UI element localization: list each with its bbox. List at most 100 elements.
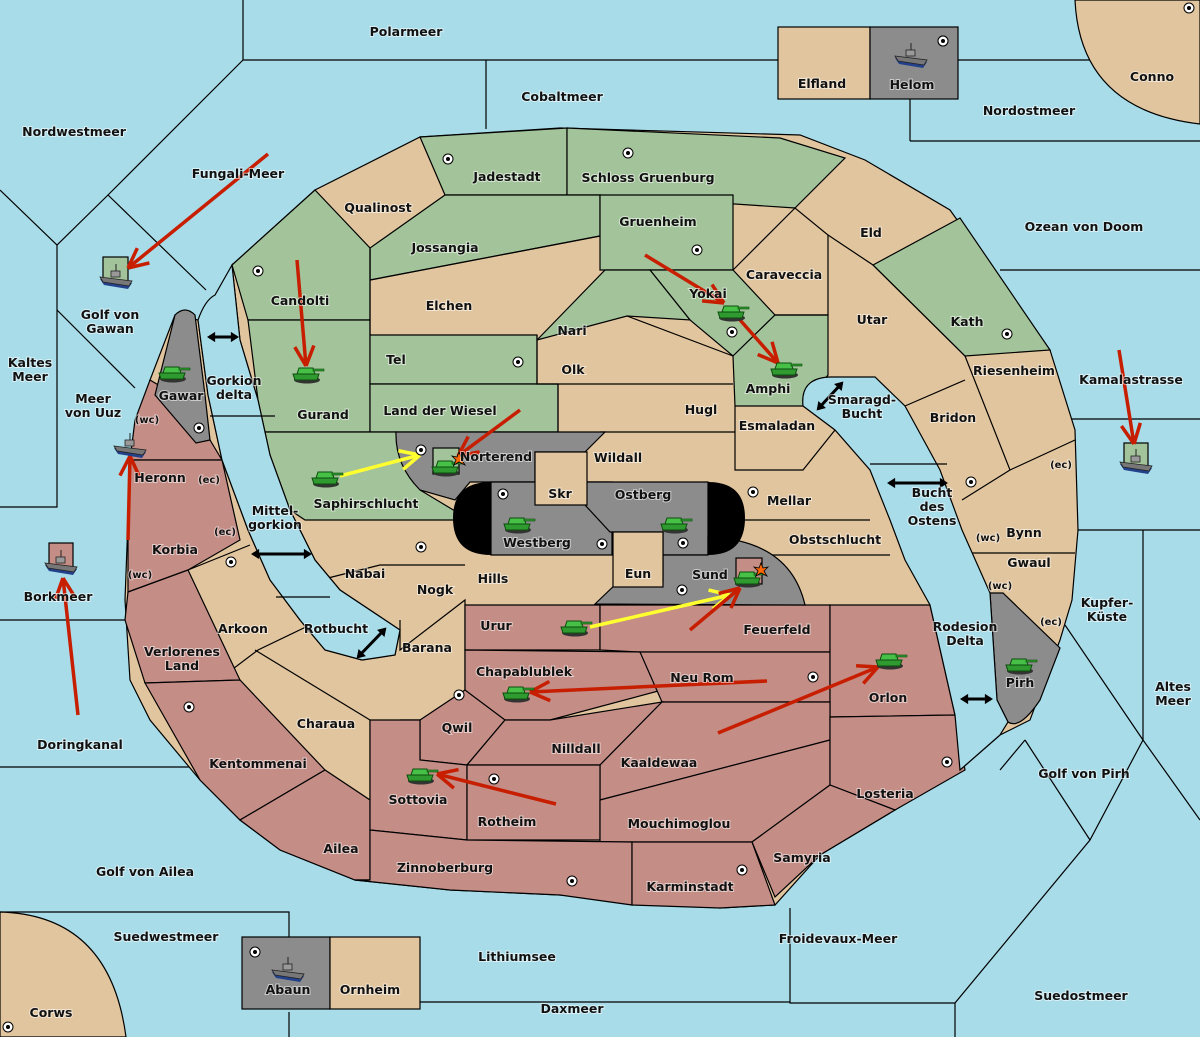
tank-unit-icon[interactable]: [406, 768, 439, 785]
region-label-nilldall: Nilldall: [551, 741, 600, 756]
fleet-unit-icon[interactable]: [113, 433, 147, 458]
region-label-gurand: Gurand: [297, 407, 349, 422]
supply-center-icon: [676, 584, 688, 596]
region-samyria[interactable]: [751, 784, 897, 899]
coast-marker: (ec): [198, 475, 220, 486]
supply-center-icon: [691, 244, 703, 256]
supply-center-icon: [937, 35, 949, 47]
region-label-gawar: Gawar: [159, 388, 205, 403]
supply-center-icon: [965, 476, 977, 488]
region-zinnoberburg[interactable]: [354, 829, 633, 906]
region-conno[interactable]: [1074, 0, 1200, 125]
coast-marker: (wc): [976, 533, 1000, 544]
region-label-schloss-gruenburg: Schloss Gruenburg: [581, 170, 714, 185]
double-arrow-icon: [887, 477, 948, 489]
region-label-yokai: Yokai: [688, 286, 727, 301]
region-label-bynn: Bynn: [1006, 525, 1041, 540]
fleet-unit-icon[interactable]: [44, 550, 78, 575]
supply-center-icon: [736, 864, 748, 876]
region-label-mellar: Mellar: [767, 493, 812, 508]
tank-unit-icon[interactable]: [502, 686, 535, 703]
region-label-pirh: Pirh: [1006, 675, 1035, 690]
supply-center-icon: [512, 356, 524, 368]
region-label-eld: Eld: [860, 225, 882, 240]
region-label-jadestadt: Jadestadt: [472, 169, 540, 184]
supply-center-icon: [726, 326, 738, 338]
region-nari[interactable]: [535, 269, 692, 342]
tank-unit-icon[interactable]: [1005, 658, 1038, 675]
tank-unit-icon[interactable]: [770, 362, 803, 379]
gray-territories: [154, 309, 1061, 725]
tank-unit-icon[interactable]: [733, 561, 770, 588]
region-label-saphirschlucht: Saphirschlucht: [314, 496, 419, 511]
tank-unit-icon[interactable]: [875, 653, 908, 670]
region-losteria[interactable]: [829, 714, 966, 811]
region-label-kaaldewaa: Kaaldewaa: [621, 755, 698, 770]
region-label-kentommenai: Kentommenai: [209, 756, 307, 771]
region-corws[interactable]: [0, 911, 127, 1037]
region-label-orlon: Orlon: [869, 690, 908, 705]
region-elfland[interactable]: [777, 26, 871, 100]
neutral-borders: [187, 207, 1076, 880]
fleet-unit-icon[interactable]: [1119, 449, 1153, 474]
tank-unit-icon[interactable]: [292, 367, 325, 384]
region-neu-rom[interactable]: [639, 651, 831, 703]
region-label-rotbucht: Rotbucht: [304, 621, 368, 636]
tank-unit-icon[interactable]: [431, 450, 468, 477]
region-label-lithiumsee: Lithiumsee: [478, 949, 556, 964]
region-label-nogk: Nogk: [417, 582, 454, 597]
region-skr[interactable]: [534, 451, 588, 506]
move-order-arrow: [126, 152, 270, 270]
fleet-unit-icon[interactable]: [99, 264, 133, 289]
fleet-unit-icon[interactable]: [271, 957, 305, 982]
region-label-hugl: Hugl: [685, 402, 718, 417]
supply-center-icon: [415, 541, 427, 553]
region-label-ailea: Ailea: [323, 841, 358, 856]
region-label-olk: Olk: [561, 362, 585, 377]
explosion-icon: [752, 561, 770, 577]
region-label-borkmeer: Borkmeer: [24, 589, 94, 604]
double-arrow-icon: [251, 548, 312, 560]
region-eun[interactable]: [612, 531, 664, 588]
region-label-kath: Kath: [951, 314, 984, 329]
region-karminstadt[interactable]: [631, 841, 776, 909]
tank-unit-icon[interactable]: [560, 620, 593, 637]
region-label-gruenheim: Gruenheim: [619, 214, 696, 229]
region-gruenheim[interactable]: [599, 194, 734, 271]
region-jadestadt[interactable]: [419, 127, 568, 196]
region-label-bridon: Bridon: [930, 410, 976, 425]
region-label-golf-von-pirh: Golf von Pirh: [1038, 766, 1129, 781]
coast-marker: (ec): [1040, 617, 1062, 628]
region-label-jossangia: Jossangia: [410, 240, 478, 255]
region-label-abaun: Abaun: [266, 982, 311, 997]
region-label-ozean-von-doom: Ozean von Doom: [1025, 219, 1144, 234]
region-label-cobaltmeer: Cobaltmeer: [521, 89, 603, 104]
coast-marker: (wc): [988, 581, 1012, 592]
region-label-froidevaux-meer: Froidevaux-Meer: [779, 931, 898, 946]
supply-center-icon: [183, 701, 195, 713]
region-label-fungali-meer: Fungali-Meer: [192, 166, 285, 181]
explosion-icon: [450, 450, 468, 466]
supply-center-icon: [622, 147, 634, 159]
region-label-doringkanal: Doringkanal: [37, 737, 123, 752]
tank-unit-icon[interactable]: [158, 366, 191, 383]
tank-unit-icon[interactable]: [717, 305, 750, 322]
supply-center-icon: [677, 537, 689, 549]
region-label-korbia: Korbia: [152, 542, 198, 557]
tank-unit-icon[interactable]: [660, 517, 693, 534]
region-sund[interactable]: [593, 536, 806, 606]
supply-center-icon: [1001, 328, 1013, 340]
fleet-unit-icon[interactable]: [894, 43, 928, 68]
supply-center-icon: [596, 538, 608, 550]
supply-center-icon: [1183, 2, 1195, 14]
tank-unit-icon[interactable]: [503, 517, 536, 534]
support-order-arrow: [339, 449, 422, 478]
tank-unit-icon[interactable]: [311, 471, 344, 488]
region-label-hills: Hills: [478, 571, 509, 586]
region-ornheim[interactable]: [329, 936, 421, 1010]
coast-markers-layer: (wc)(ec)(ec)(wc)(ec)(wc)(wc)(ec): [127, 414, 1073, 629]
